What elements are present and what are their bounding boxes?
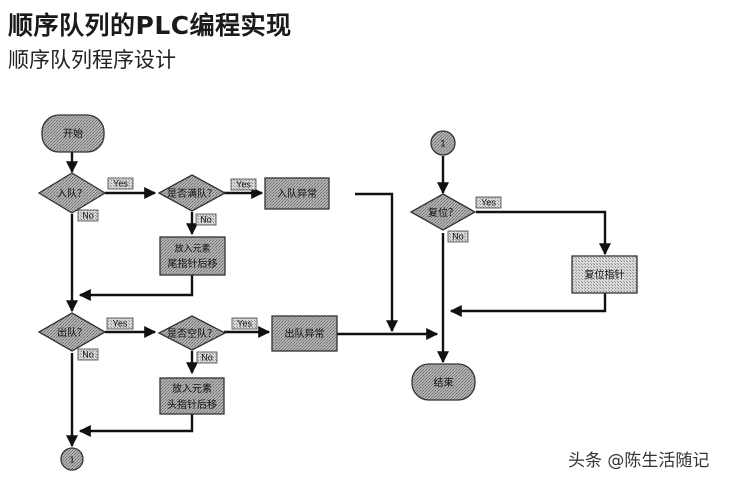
- empty-queue-decision: 是否空队？: [157, 315, 227, 351]
- put-element-label: 放入元素: [174, 243, 210, 255]
- yes-label: Yes: [230, 178, 257, 191]
- yes-label: Yes: [106, 317, 134, 330]
- dequeue-error-node: 出队异常: [271, 315, 338, 352]
- full-queue-decision: 是否满队？: [157, 174, 227, 212]
- svg-text:No: No: [82, 349, 94, 359]
- dequeue-decision-label: 出队？: [57, 326, 87, 339]
- no-label: No: [196, 351, 218, 364]
- start-label: 开始: [63, 127, 83, 140]
- svg-text:No: No: [201, 352, 213, 362]
- put-element-label: 放入元素: [172, 382, 212, 395]
- no-label: No: [195, 213, 217, 226]
- yes-label: Yes: [231, 317, 258, 330]
- page-title: 顺序队列的PLC编程实现: [8, 11, 292, 40]
- svg-text:No: No: [452, 231, 464, 241]
- connector-out: 1: [60, 447, 84, 471]
- edge-enqueue-error-out: [355, 192, 398, 333]
- no-label: No: [447, 230, 469, 243]
- svg-text:Yes: Yes: [236, 179, 251, 189]
- edge-reset-yes: [476, 210, 611, 256]
- svg-text:Yes: Yes: [481, 197, 496, 207]
- connector-in-label: 1: [440, 140, 446, 150]
- yes-label: Yes: [475, 196, 502, 209]
- connector-out-label: 1: [69, 456, 74, 465]
- dequeue-error-label: 出队异常: [285, 327, 325, 340]
- svg-text:Yes: Yes: [113, 178, 128, 188]
- reset-pointer-label: 复位指针: [585, 268, 625, 281]
- svg-text:Yes: Yes: [237, 318, 252, 328]
- full-queue-decision-label: 是否满队？: [167, 187, 217, 200]
- svg-text:Yes: Yes: [113, 318, 128, 328]
- dequeue-decision: 出队？: [37, 312, 107, 352]
- empty-queue-decision-label: 是否空队？: [167, 327, 217, 340]
- edge-tail-return: [78, 275, 194, 301]
- no-label: No: [77, 348, 99, 361]
- enqueue-decision: 入队？: [37, 172, 107, 214]
- yes-label: Yes: [107, 177, 134, 190]
- enqueue-process-node: 放入元素 尾指针后移: [159, 236, 226, 276]
- svg-text:No: No: [200, 214, 212, 224]
- edges: [66, 152, 611, 448]
- no-label: No: [77, 209, 99, 222]
- end-label: 结束: [434, 376, 454, 389]
- edge-reset-pointer-return: [449, 293, 607, 317]
- reset-pointer-node: 复位指针: [571, 255, 638, 294]
- svg-text:No: No: [82, 210, 94, 220]
- enqueue-decision-label: 入队？: [57, 187, 87, 200]
- connector-in: 1: [430, 130, 456, 156]
- edge-head-return: [78, 414, 194, 437]
- page-subtitle: 顺序队列程序设计: [8, 48, 176, 72]
- reset-decision-label: 复位？: [428, 206, 458, 219]
- enqueue-error-label: 入队异常: [277, 187, 317, 200]
- start-node: 开始: [41, 114, 105, 153]
- end-node: 结束: [411, 363, 476, 401]
- dequeue-process-node: 放入元素 头指针后移: [159, 377, 225, 415]
- tail-move-label: 尾指针后移: [168, 257, 218, 270]
- enqueue-error-node: 入队异常: [264, 177, 330, 210]
- watermark: 头条 @陈生活随记: [568, 451, 710, 471]
- head-move-label: 头指针后移: [167, 398, 217, 411]
- reset-decision: 复位？: [409, 193, 477, 231]
